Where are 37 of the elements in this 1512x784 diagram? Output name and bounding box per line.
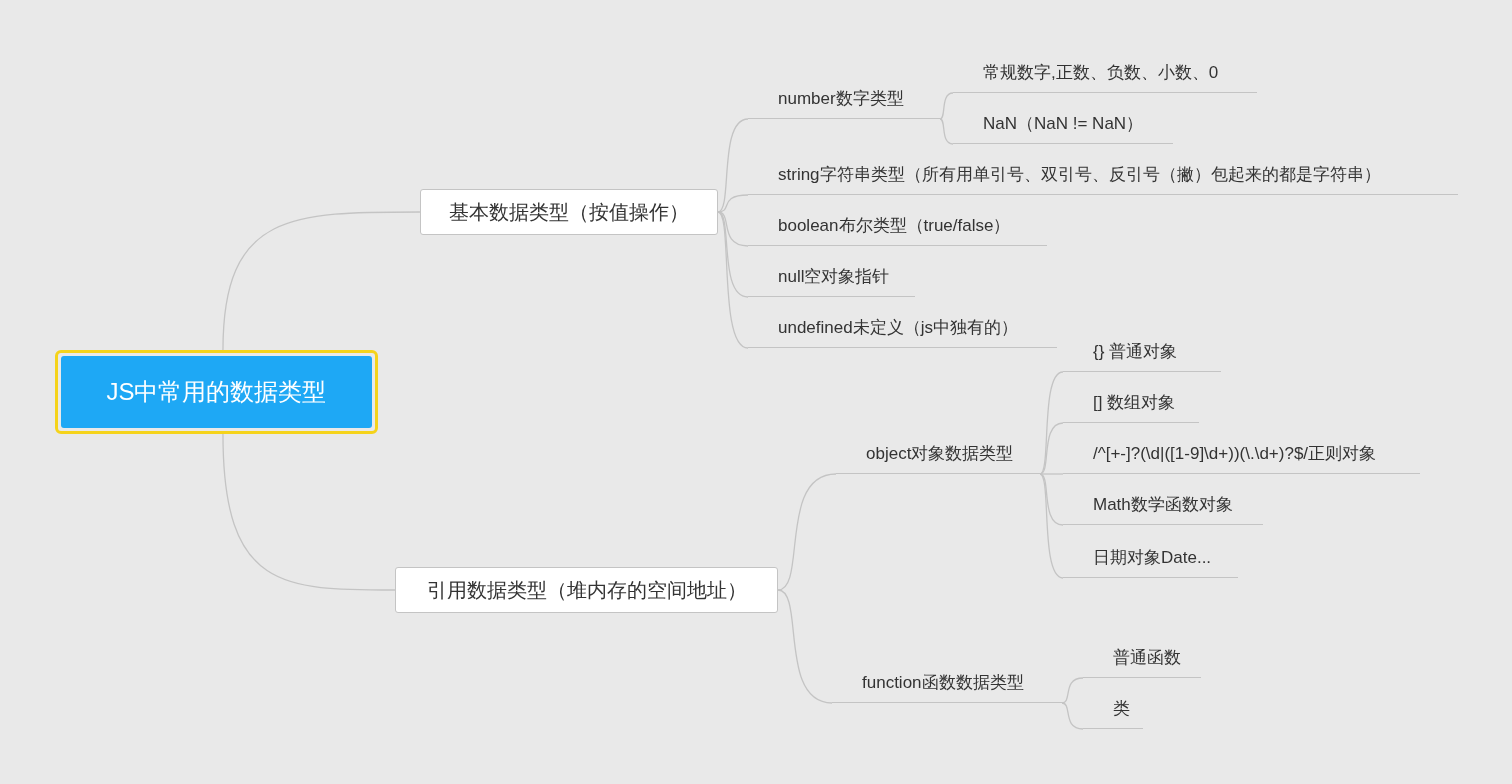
connector-line xyxy=(222,433,396,591)
connector-line xyxy=(1061,677,1084,704)
connector-line xyxy=(1061,702,1084,730)
topic-label: string字符串类型（所有用单引号、双引号、反引号（撇）包起来的都是字符串） xyxy=(778,164,1381,186)
connector-line xyxy=(717,211,749,349)
topic-label: 基本数据类型（按值操作） xyxy=(449,199,689,225)
topic-label: function函数数据类型 xyxy=(862,672,1024,694)
topic-label: Math数学函数对象 xyxy=(1093,494,1233,516)
topic-label: object对象数据类型 xyxy=(866,443,1014,465)
connector-line xyxy=(939,118,954,145)
root-topic-frame xyxy=(55,350,378,434)
topic-box xyxy=(395,567,778,613)
topic-label: [] 数组对象 xyxy=(1093,392,1176,414)
connector-line xyxy=(717,118,749,213)
connector-line xyxy=(1039,422,1064,475)
topic-label: 普通函数 xyxy=(1113,647,1181,669)
connector-line xyxy=(777,473,837,591)
topic-box xyxy=(420,189,718,235)
topic-label: number数字类型 xyxy=(778,88,904,110)
connector-line xyxy=(1039,473,1064,526)
connector-line xyxy=(1039,473,1064,579)
topic-label: 日期对象Date... xyxy=(1093,547,1212,569)
connector-line xyxy=(222,211,421,351)
topic-label: undefined未定义（js中独有的） xyxy=(778,317,1018,339)
topic-label: null空对象指针 xyxy=(778,266,890,288)
connector-line xyxy=(939,92,954,120)
topic-label: 常规数字,正数、负数、小数、0 xyxy=(983,62,1219,84)
connector-line xyxy=(777,589,833,704)
topic-label: /^[+-]?(\d|([1-9]\d+))(\.\d+)?$/正则对象 xyxy=(1093,443,1377,465)
root-topic-label: JS中常用的数据类型 xyxy=(61,356,372,428)
topic-label: {} 普通对象 xyxy=(1093,341,1178,363)
topic-label: 类 xyxy=(1113,698,1130,720)
connector-line xyxy=(717,194,749,213)
topic-label: 引用数据类型（堆内存的空间地址） xyxy=(426,577,747,603)
topic-label: NaN（NaN != NaN） xyxy=(983,113,1144,135)
connector-line xyxy=(1039,371,1064,475)
topic-label: boolean布尔类型（true/false） xyxy=(778,215,1011,237)
